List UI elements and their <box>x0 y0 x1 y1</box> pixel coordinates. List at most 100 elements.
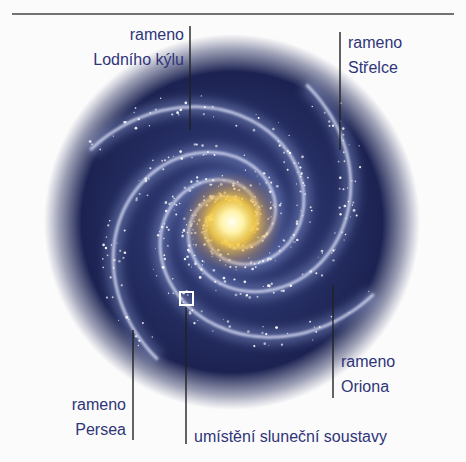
star <box>172 292 174 294</box>
star <box>171 202 172 203</box>
star <box>102 266 104 268</box>
star <box>107 224 109 226</box>
star <box>194 263 196 265</box>
star <box>322 253 323 254</box>
star <box>153 269 154 270</box>
star <box>339 206 341 208</box>
star <box>235 294 238 297</box>
star <box>318 257 319 258</box>
star <box>331 316 333 318</box>
star <box>213 269 216 272</box>
star <box>168 203 170 205</box>
star <box>102 258 104 260</box>
star <box>123 121 126 124</box>
star <box>176 204 178 206</box>
star <box>106 236 108 238</box>
star <box>352 204 353 205</box>
star <box>196 176 198 178</box>
star <box>175 214 177 216</box>
star <box>111 244 112 245</box>
star <box>138 345 139 346</box>
star <box>348 201 350 203</box>
star <box>192 187 193 188</box>
star <box>339 176 341 178</box>
star <box>329 125 331 127</box>
leader-line <box>132 330 133 440</box>
star <box>245 295 247 297</box>
star <box>191 266 192 267</box>
star <box>179 196 180 197</box>
star <box>301 155 304 158</box>
star <box>152 336 154 338</box>
star <box>174 204 175 205</box>
star <box>302 215 303 216</box>
galaxy-disk <box>44 34 420 410</box>
star <box>106 296 108 298</box>
star <box>161 226 164 229</box>
star <box>162 168 164 170</box>
star <box>184 186 187 189</box>
star <box>296 183 297 184</box>
star <box>201 310 203 312</box>
star <box>343 151 345 153</box>
star <box>157 234 159 236</box>
star <box>334 232 336 234</box>
star <box>296 239 298 241</box>
star <box>135 199 138 202</box>
star <box>164 201 167 204</box>
star <box>176 111 179 114</box>
star <box>144 177 147 180</box>
star <box>272 128 275 131</box>
star <box>263 172 265 174</box>
leader-line <box>339 32 340 150</box>
star <box>332 259 334 261</box>
star <box>215 145 218 148</box>
star <box>124 230 126 232</box>
star <box>135 127 138 130</box>
star <box>278 246 280 248</box>
star <box>311 210 313 212</box>
star <box>223 319 224 320</box>
star <box>310 270 312 272</box>
star <box>356 215 358 217</box>
star <box>189 312 192 315</box>
star <box>145 180 148 183</box>
star <box>352 202 354 204</box>
star <box>339 188 341 190</box>
star <box>125 316 128 319</box>
star <box>212 106 214 108</box>
star <box>332 124 334 126</box>
star <box>271 282 273 284</box>
star <box>168 156 170 158</box>
star <box>283 161 285 163</box>
star <box>188 250 191 253</box>
star <box>163 238 165 240</box>
star <box>296 205 297 206</box>
star <box>223 277 226 280</box>
star <box>227 320 229 322</box>
star <box>149 112 151 114</box>
star <box>299 166 301 168</box>
star <box>267 284 270 287</box>
star <box>164 159 166 161</box>
star <box>321 250 324 253</box>
star <box>355 181 357 183</box>
star <box>155 108 157 110</box>
star <box>105 247 107 249</box>
star <box>263 286 264 287</box>
star <box>183 302 184 303</box>
star <box>171 114 173 116</box>
star <box>189 311 190 312</box>
star <box>199 276 202 279</box>
star <box>257 296 259 298</box>
star-field <box>89 95 370 347</box>
star <box>124 252 127 255</box>
star <box>156 275 158 277</box>
star <box>262 326 263 327</box>
star <box>261 332 263 334</box>
star <box>256 114 257 115</box>
star <box>188 264 190 266</box>
star <box>167 245 169 247</box>
star <box>155 248 156 249</box>
star <box>341 231 343 233</box>
